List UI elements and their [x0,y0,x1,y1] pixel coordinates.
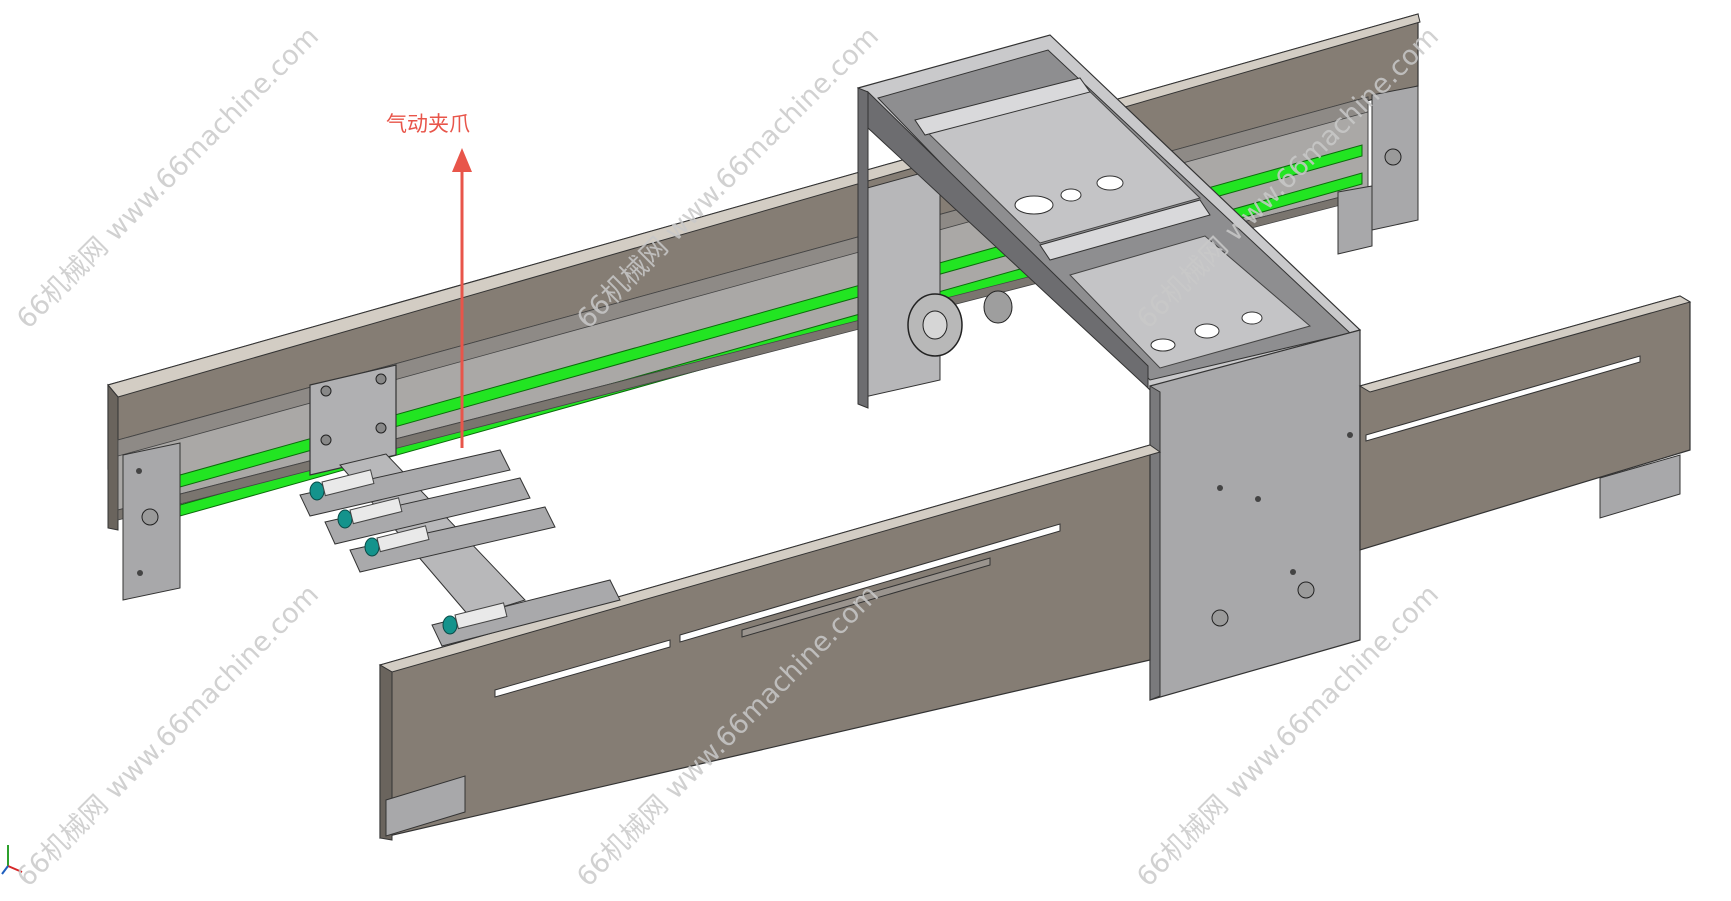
watermark-text: 66机械网 www.66machine.com [11,21,325,335]
front-rail [378,444,1162,841]
gripper-assembly [299,364,621,647]
bolt-icon [1384,148,1402,166]
bolt-icon [1211,609,1229,627]
gripper-module [349,506,556,573]
bolt-icon [1297,581,1315,599]
bolt-icon [141,508,159,526]
watermark-text: 66机械网 www.66machine.com [11,579,325,893]
gripper-module [431,579,621,647]
gripper-module [299,449,511,517]
back-rail-right-bracket [1337,85,1419,255]
gantry-box [856,34,1362,701]
axis-triad-icon [1,845,23,875]
back-rail-left-bracket [122,442,181,601]
right-rail [1358,295,1692,551]
gripper-module [324,477,531,545]
callout-label: 气动夹爪 [386,112,470,136]
callout-arrow [452,148,472,448]
